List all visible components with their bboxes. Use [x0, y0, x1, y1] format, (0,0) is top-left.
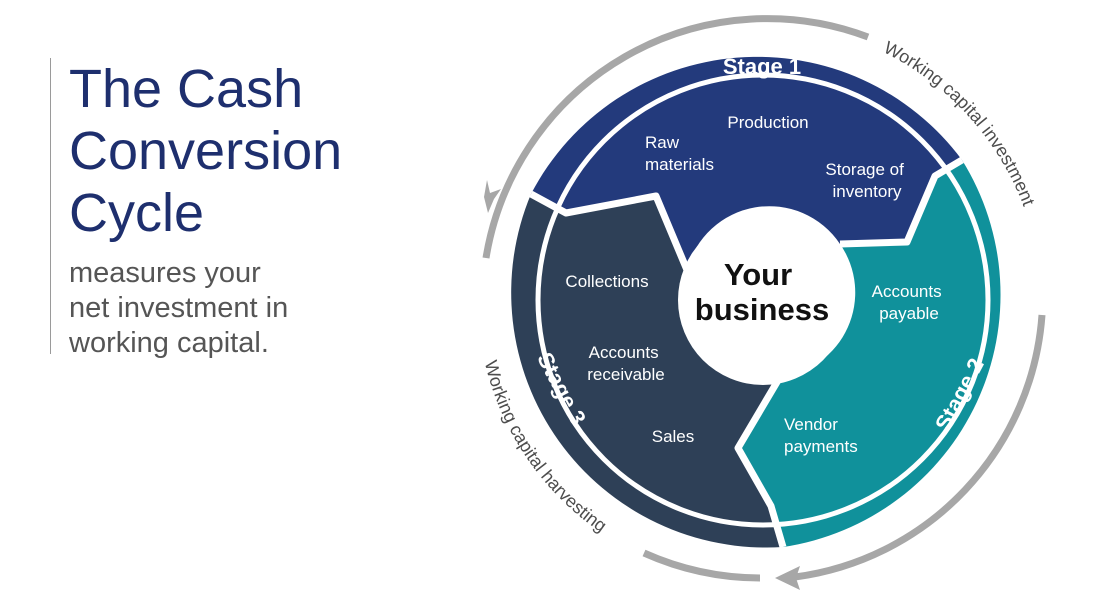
item-line: Storage of — [825, 160, 904, 179]
harvesting-arrow-head — [775, 566, 800, 590]
item-raw-materials: Raw materials — [645, 133, 714, 174]
item-accounts-receivable: Accounts receivable — [587, 343, 665, 384]
title-line: Conversion — [69, 121, 343, 181]
subtitle-line: net investment in — [69, 292, 289, 324]
stage-2-items: Accounts payable Vendor payments — [784, 282, 947, 456]
center-circle — [678, 215, 848, 385]
investment-arrow — [482, 15, 870, 259]
item-line: payable — [879, 304, 939, 323]
title-line: Cycle — [69, 183, 205, 243]
item-collections: Collections — [565, 272, 648, 291]
stage-1-items: Raw materials Production Storage of inve… — [645, 113, 908, 201]
item-line: Accounts — [872, 282, 942, 301]
stage-1-label: Stage 1 — [723, 54, 801, 79]
center-label-line: business — [695, 292, 829, 327]
item-storage-of-inventory: Storage of inventory — [825, 160, 908, 201]
separator-1-2 — [839, 156, 964, 248]
subtitle: measures your net investment in working … — [69, 256, 342, 361]
center-label-line: Your — [724, 257, 792, 292]
item-sales: Sales — [652, 427, 695, 446]
item-line: receivable — [587, 365, 665, 384]
item-accounts-payable: Accounts payable — [872, 282, 947, 323]
inner-ring — [535, 72, 991, 528]
separator-2-3 — [734, 375, 787, 548]
title-line: The Cash — [69, 59, 304, 119]
investment-arrow-head — [484, 180, 501, 213]
outer-arrows — [482, 15, 1046, 590]
item-line: materials — [645, 155, 714, 174]
stage-separators — [529, 156, 964, 548]
harvesting-arrow — [794, 314, 1046, 581]
item-line: Raw — [645, 133, 680, 152]
subtitle-line: working capital. — [69, 327, 269, 359]
item-production: Production — [727, 113, 808, 132]
page-title: The Cash Conversion Cycle — [69, 58, 342, 244]
stage-3-band — [511, 194, 783, 548]
item-line: inventory — [833, 182, 902, 201]
stage-2-band — [738, 160, 1001, 547]
subtitle-line: measures your — [69, 257, 261, 289]
item-vendor-payments: Vendor payments — [784, 415, 858, 456]
intro-panel: The Cash Conversion Cycle measures your … — [50, 58, 342, 359]
item-line: Accounts — [589, 343, 659, 362]
stage-3-items: Collections Accounts receivable Sales — [565, 272, 694, 446]
stage-bands — [511, 56, 1001, 548]
item-line: Vendor — [784, 415, 838, 434]
item-line: payments — [784, 437, 858, 456]
harvesting-arrow-tail — [642, 549, 761, 582]
separator-1-3 — [529, 190, 691, 272]
